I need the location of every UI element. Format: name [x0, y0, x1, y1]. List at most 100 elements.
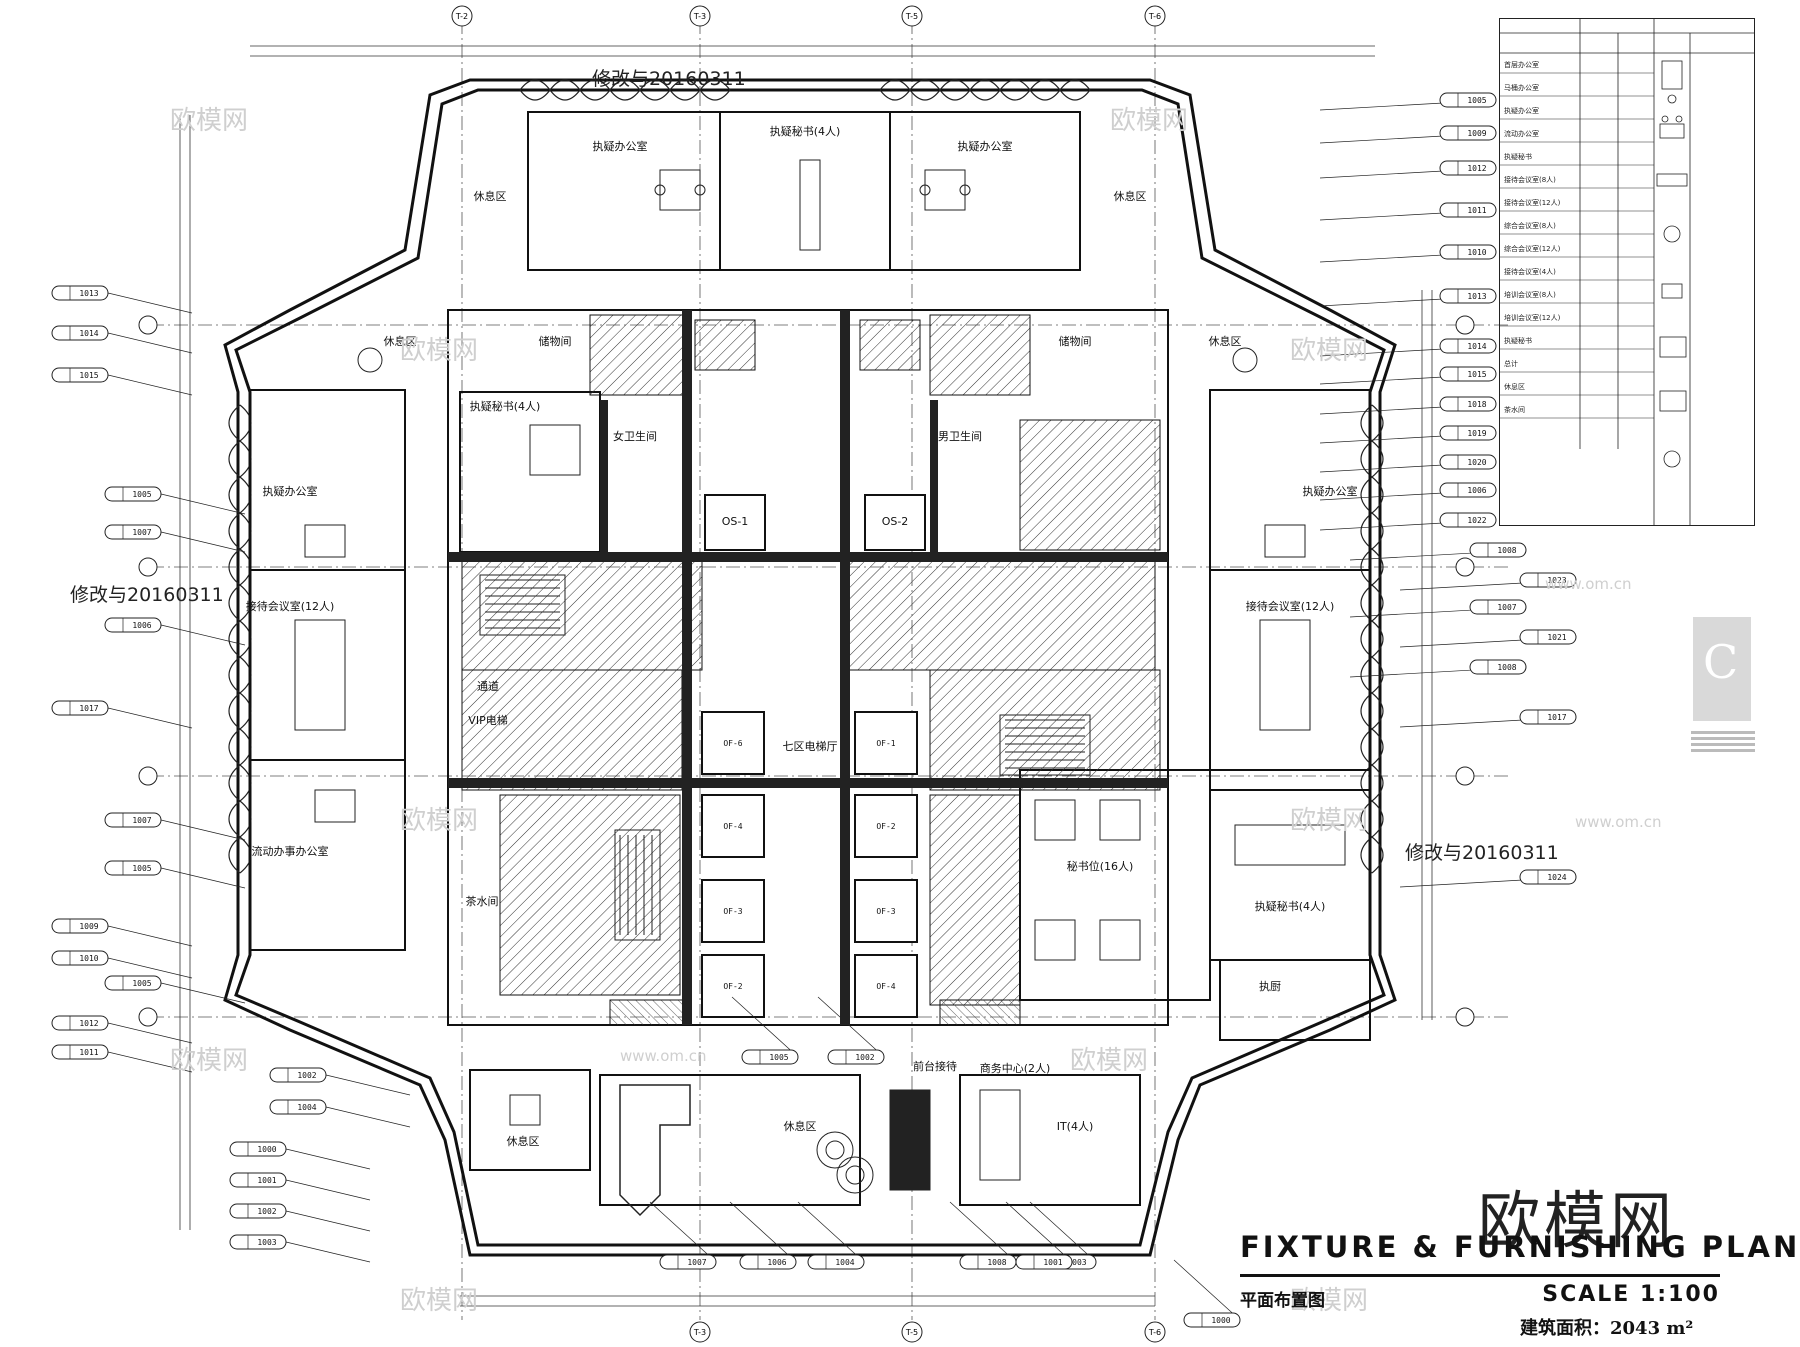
- leader-tag-left-17: 1000: [229, 1141, 371, 1170]
- room-kitchen: 执厨: [1259, 979, 1281, 993]
- leader-tag-bottom-6-label: 1001: [1043, 1258, 1062, 1267]
- room-rest-area-tr: 休息区: [1114, 189, 1147, 203]
- furniture-schedule-table: 首层办公室马桶办公室执疑办公室流动办公室执疑秘书接待会议室(8人)接待会议室(1…: [1499, 18, 1755, 526]
- leader-tag-bottom-4: 1008: [949, 1201, 1017, 1270]
- room-rest-area-r: 休息区: [1209, 334, 1242, 348]
- room-storage-l: 储物间: [539, 334, 572, 348]
- legend-row-8: 综合会议室(8人): [1504, 221, 1556, 230]
- legend-row-2: 马桶办公室: [1504, 83, 1539, 92]
- leader-tag-right-7: 1014: [1319, 338, 1497, 357]
- leader-tag-right-2-label: 1009: [1467, 129, 1486, 138]
- leader-tag-right-18-label: 1008: [1497, 663, 1516, 672]
- leader-tag-right-8: 1015: [1319, 366, 1497, 385]
- stairs: [479, 574, 1091, 1217]
- leader-tag-right-17-label: 1021: [1547, 633, 1566, 642]
- watermark-9: 欧模网: [400, 1286, 479, 1316]
- legend-row-5: 执疑秘书: [1504, 152, 1532, 161]
- firm-logo: C: [1693, 617, 1751, 721]
- leader-tag-right-3-label: 1012: [1467, 164, 1486, 173]
- leader-tag-right-18: 1008: [1349, 659, 1527, 678]
- watermark-1: 欧模网: [170, 106, 249, 136]
- revision-note-left: 修改与20160311: [70, 584, 224, 606]
- leader-tag-right-17: 1021: [1399, 629, 1577, 648]
- legend-row-13: 执疑秘书: [1504, 336, 1532, 345]
- room-exec-office-tr: 执疑办公室: [958, 139, 1013, 153]
- leader-tag-right-5-label: 1010: [1467, 248, 1486, 257]
- room-rest-area-bc: 休息区: [784, 1119, 817, 1133]
- leader-tag-right-15-label: 1023: [1547, 576, 1566, 585]
- leader-tag-left-8-label: 1007: [132, 816, 151, 825]
- grid-lines: [150, 20, 1510, 1320]
- revision-note-right: 修改与20160311: [1405, 842, 1559, 864]
- leader-tag-left-13-label: 1012: [79, 1019, 98, 1028]
- legend-row-7: 接待会议室(12人): [1504, 198, 1561, 207]
- building-core: [447, 309, 1169, 1026]
- leader-tag-right-12: 1006: [1319, 482, 1497, 501]
- grid-label-bottom-3: T-5: [905, 1328, 918, 1337]
- room-passage: 通道: [477, 679, 499, 693]
- leader-tags-left: 1013101410151005100710061017100710051009…: [51, 285, 411, 1263]
- legend-row-1: 首层办公室: [1504, 60, 1539, 69]
- logo-letter: C: [1703, 635, 1739, 689]
- leader-tag-bottom-9-label: 1002: [855, 1053, 874, 1062]
- leader-tag-bottom-7: 1000: [1173, 1259, 1241, 1328]
- leader-tag-bottom-1: 1007: [649, 1201, 717, 1270]
- legend-row-11: 培训会议室(8人): [1504, 290, 1556, 299]
- leader-tag-right-8-label: 1015: [1467, 370, 1486, 379]
- drawing-subtitle: 平面布置图: [1240, 1291, 1325, 1311]
- leader-tag-left-19: 1002: [229, 1203, 371, 1232]
- leader-tag-bottom-3-label: 1004: [835, 1258, 854, 1267]
- legend-row-10: 接待会议室(4人): [1504, 267, 1556, 276]
- room-rest-area-tl: 休息区: [474, 189, 507, 203]
- leader-tag-left-9-label: 1005: [132, 864, 151, 873]
- leader-tag-left-15: 1002: [269, 1067, 411, 1096]
- lift-tags: OF-6 OF-4 OF-3 OF-2 OF-1 OF-2 OF-3 OF-4: [723, 739, 895, 991]
- room-female-wc: 女卫生间: [613, 429, 657, 443]
- leader-tag-left-18: 1001: [229, 1172, 371, 1201]
- leader-tag-bottom-4-label: 1008: [987, 1258, 1006, 1267]
- leader-tag-right-9-label: 1018: [1467, 400, 1486, 409]
- leader-tag-left-18-label: 1001: [257, 1176, 276, 1185]
- leader-tag-right-16: 1007: [1349, 599, 1527, 618]
- leader-tag-right-6-label: 1013: [1467, 292, 1486, 301]
- drawing-title: FIXTURE & FURNISHING PLAN: [1240, 1230, 1800, 1264]
- grid-bubbles: T-2 T-3 T-5 T-6 T-3 T-5 T-6: [138, 5, 1475, 1343]
- leader-tag-bottom-8-label: 1005: [769, 1053, 788, 1062]
- room-labels: 执疑办公室 执疑秘书(4人) 执疑办公室 休息区 休息区 休息区 休息区 储物间…: [246, 124, 1358, 1148]
- leader-tag-right-20: 1024: [1399, 869, 1577, 888]
- leader-tag-left-1: 1013: [51, 285, 193, 314]
- drawing-scale: SCALE 1:100: [1542, 1282, 1720, 1307]
- watermark-url-1: www.om.cn: [620, 1047, 707, 1065]
- watermark-url-2: www.om.cn: [1545, 575, 1632, 593]
- leader-tag-bottom-2-label: 1006: [767, 1258, 786, 1267]
- lift-tag-r-1: OF-1: [876, 739, 895, 748]
- leader-tag-left-16: 1004: [269, 1099, 411, 1128]
- revision-note-top: 修改与20160311: [592, 68, 746, 90]
- planting-rows: [228, 79, 1384, 874]
- room-secretary-r: 秘书位(16人): [1067, 859, 1134, 873]
- leader-tag-left-3: 1015: [51, 367, 193, 396]
- watermark-large: 欧模网: [1478, 1184, 1677, 1257]
- grid-label-top-1: T-2: [455, 12, 468, 21]
- leader-tag-right-1: 1005: [1319, 92, 1497, 111]
- leader-tag-left-6-label: 1006: [132, 621, 151, 630]
- leader-tag-right-15: 1023: [1399, 572, 1577, 591]
- leader-tag-right-9: 1018: [1319, 396, 1497, 415]
- leader-tag-right-16-label: 1007: [1497, 603, 1516, 612]
- leader-tag-left-5: 1007: [104, 524, 246, 553]
- lift-tag-l-3: OF-3: [723, 907, 742, 916]
- title-block: FIXTURE & FURNISHING PLAN 平面布置图 SCALE 1:…: [1240, 1230, 1797, 1340]
- room-meeting-r: 接待会议室(12人): [1246, 599, 1335, 613]
- leader-tag-bottom-5-label: 1003: [1067, 1258, 1086, 1267]
- legend-row-9: 综合会议室(12人): [1504, 244, 1561, 253]
- legend-row-12: 培训会议室(12人): [1504, 313, 1561, 322]
- leader-tag-right-4: 1011: [1319, 202, 1497, 221]
- leader-tag-right-19: 1017: [1399, 709, 1577, 728]
- legend-row-14: 总计: [1504, 359, 1518, 368]
- lift-tag-r-3: OF-3: [876, 907, 895, 916]
- leader-tag-right-2: 1009: [1319, 125, 1497, 144]
- leader-tag-left-10: 1009: [51, 918, 193, 947]
- leader-tags-right: 1005100910121011101010131014101510181019…: [1319, 92, 1577, 888]
- lift-tag-r-2: OF-2: [876, 822, 895, 831]
- room-it: IT(4人): [1057, 1120, 1094, 1133]
